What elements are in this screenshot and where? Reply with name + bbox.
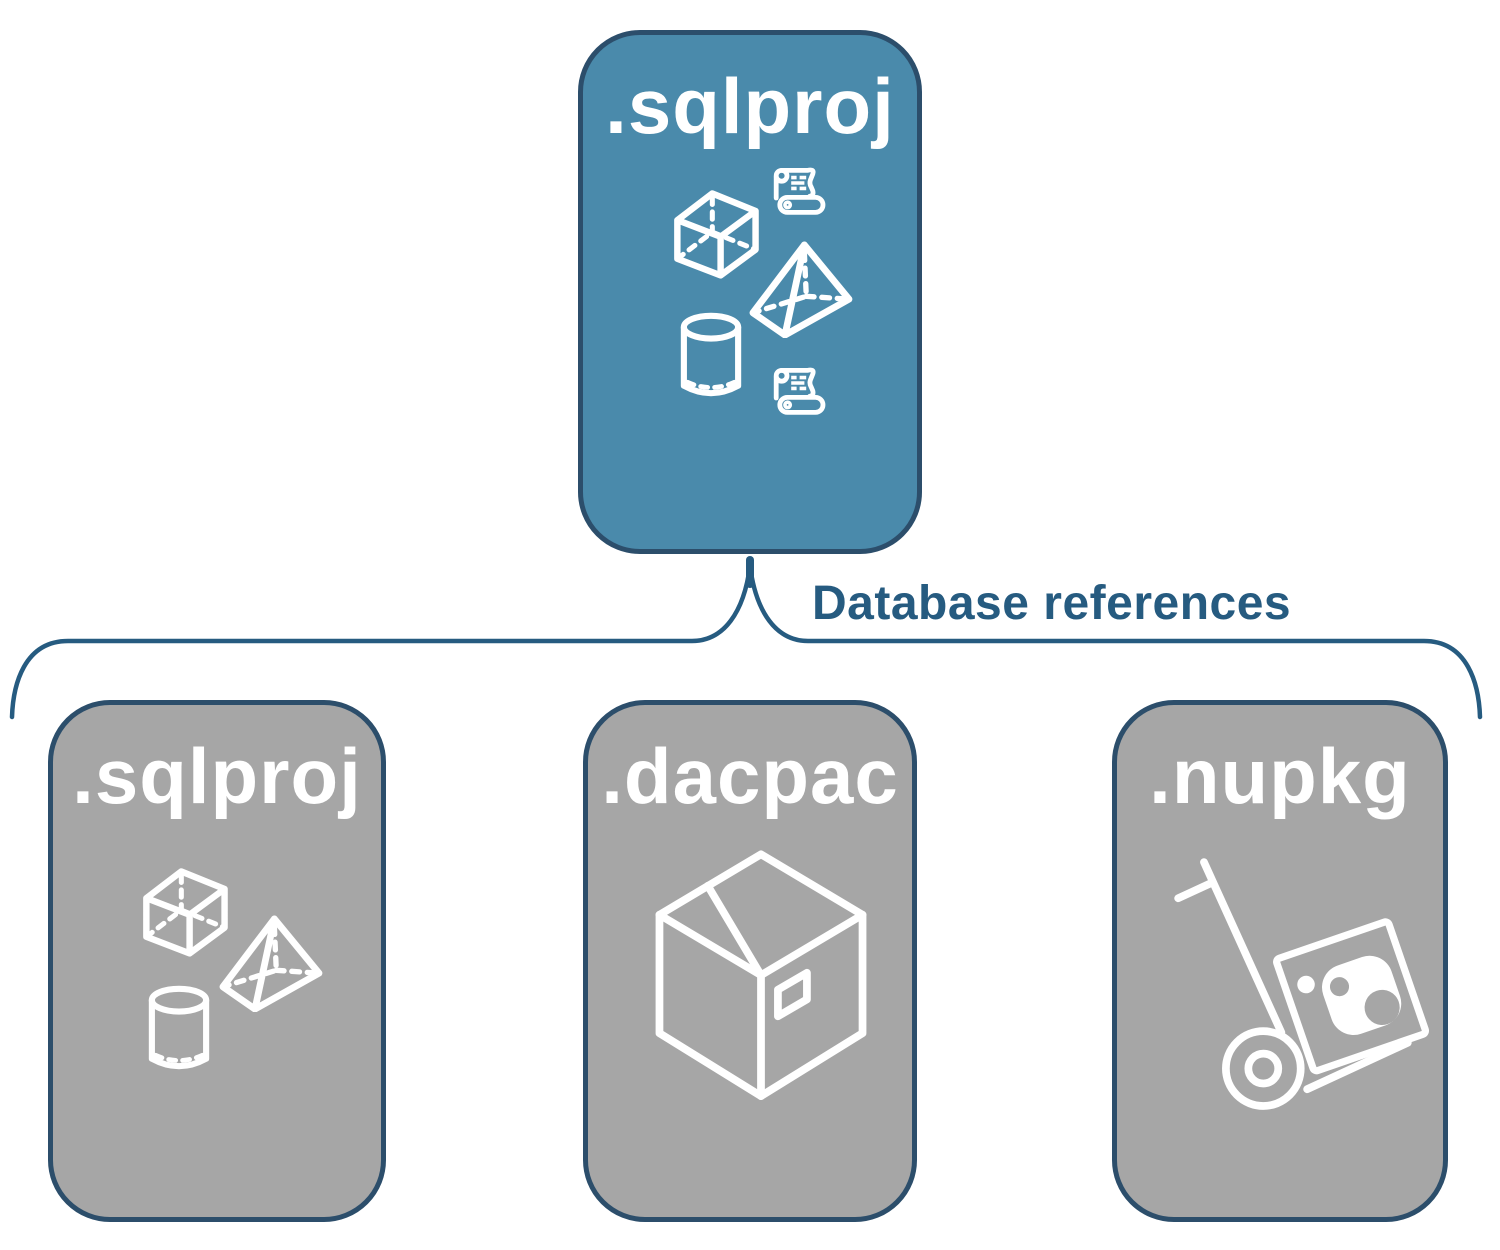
pyramid-icon xyxy=(749,241,853,338)
scroll-icon xyxy=(773,167,826,215)
root-card-sqlproj: .sqlproj xyxy=(578,30,922,554)
pyramid-icon xyxy=(219,915,323,1012)
brace-connector xyxy=(9,556,1483,720)
hand-truck-icon xyxy=(1174,858,1430,1110)
child-card-label: .nupkg xyxy=(1149,732,1411,820)
cylinder-icon xyxy=(680,312,742,397)
cube-icon xyxy=(143,868,228,957)
root-card-label: .sqlproj xyxy=(605,62,895,150)
child-card-nupkg: .nupkg xyxy=(1112,700,1448,1222)
scroll-icon xyxy=(773,367,826,415)
child-card-sqlproj: .sqlproj xyxy=(48,700,386,1222)
package-box-icon xyxy=(655,850,867,1100)
cube-icon xyxy=(674,190,759,279)
child-card-dacpac: .dacpac xyxy=(583,700,917,1222)
child-card-label: .sqlproj xyxy=(72,732,362,820)
child-card-label: .dacpac xyxy=(601,732,899,820)
cylinder-icon xyxy=(148,985,210,1070)
connector-label: Database references xyxy=(812,577,1292,630)
nuget-package-icon xyxy=(1273,918,1430,1075)
